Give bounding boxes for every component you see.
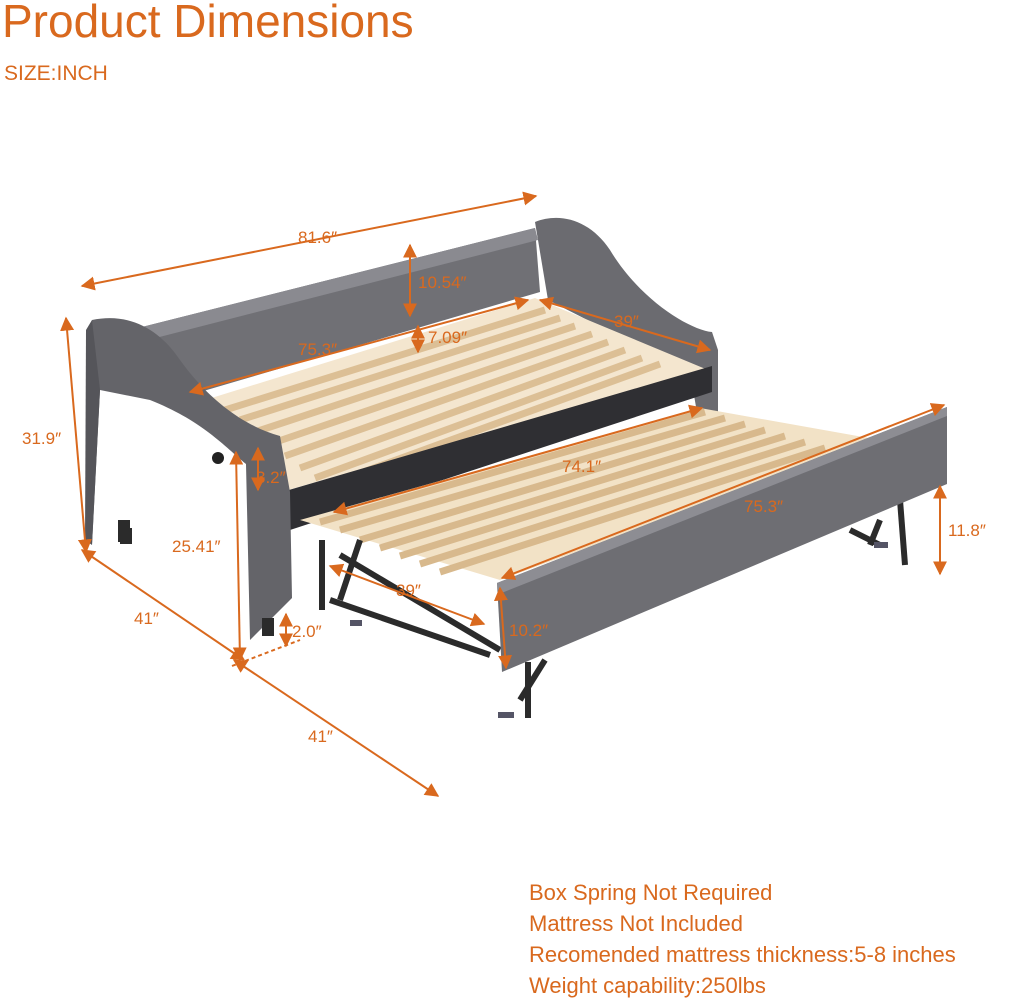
label-inner-width: 39″ (614, 312, 639, 331)
label-arm-offset: 3.2″ (256, 468, 286, 487)
label-depth: 41″ (134, 609, 159, 628)
label-trundle-length: 75.3″ (744, 497, 783, 516)
label-side-offset: 7.09″ (428, 328, 467, 347)
dimension-lines (60, 191, 947, 797)
label-overall-width: 81.6″ (298, 228, 337, 247)
label-arm-height: 25.41″ (172, 537, 221, 556)
product-notes: Box Spring Not Required Mattress Not Inc… (529, 877, 956, 1001)
label-overall-height: 31.9″ (22, 429, 61, 448)
note-weight-capability: Weight capability:250lbs (529, 973, 766, 998)
label-trundle-inner-length: 74.1″ (562, 457, 601, 476)
label-backrest-height: 10.54″ (418, 273, 467, 292)
dimension-labels: 81.6″ 10.54″ 75.3″ 7.09″ 39″ 31.9″ 3.2″ … (22, 228, 986, 746)
usb-port (212, 452, 224, 464)
note-mattress-thickness: Recomended mattress thickness:5-8 inches (529, 942, 956, 967)
size-unit-label: SIZE:INCH (4, 62, 108, 85)
label-inner-length: 75.3″ (298, 340, 337, 359)
label-extended-depth: 41″ (308, 727, 333, 746)
daybed-illustration (85, 217, 947, 718)
note-box-spring: Box Spring Not Required (529, 880, 773, 905)
note-mattress: Mattress Not Included (529, 911, 743, 936)
label-trundle-panel-height: 10.2″ (509, 621, 548, 640)
label-trundle-height: 11.8″ (948, 521, 986, 540)
label-leg-clearance: 2.0″ (292, 622, 322, 641)
label-trundle-width: 39″ (396, 581, 421, 600)
page-title: Product Dimensions (2, 0, 414, 47)
